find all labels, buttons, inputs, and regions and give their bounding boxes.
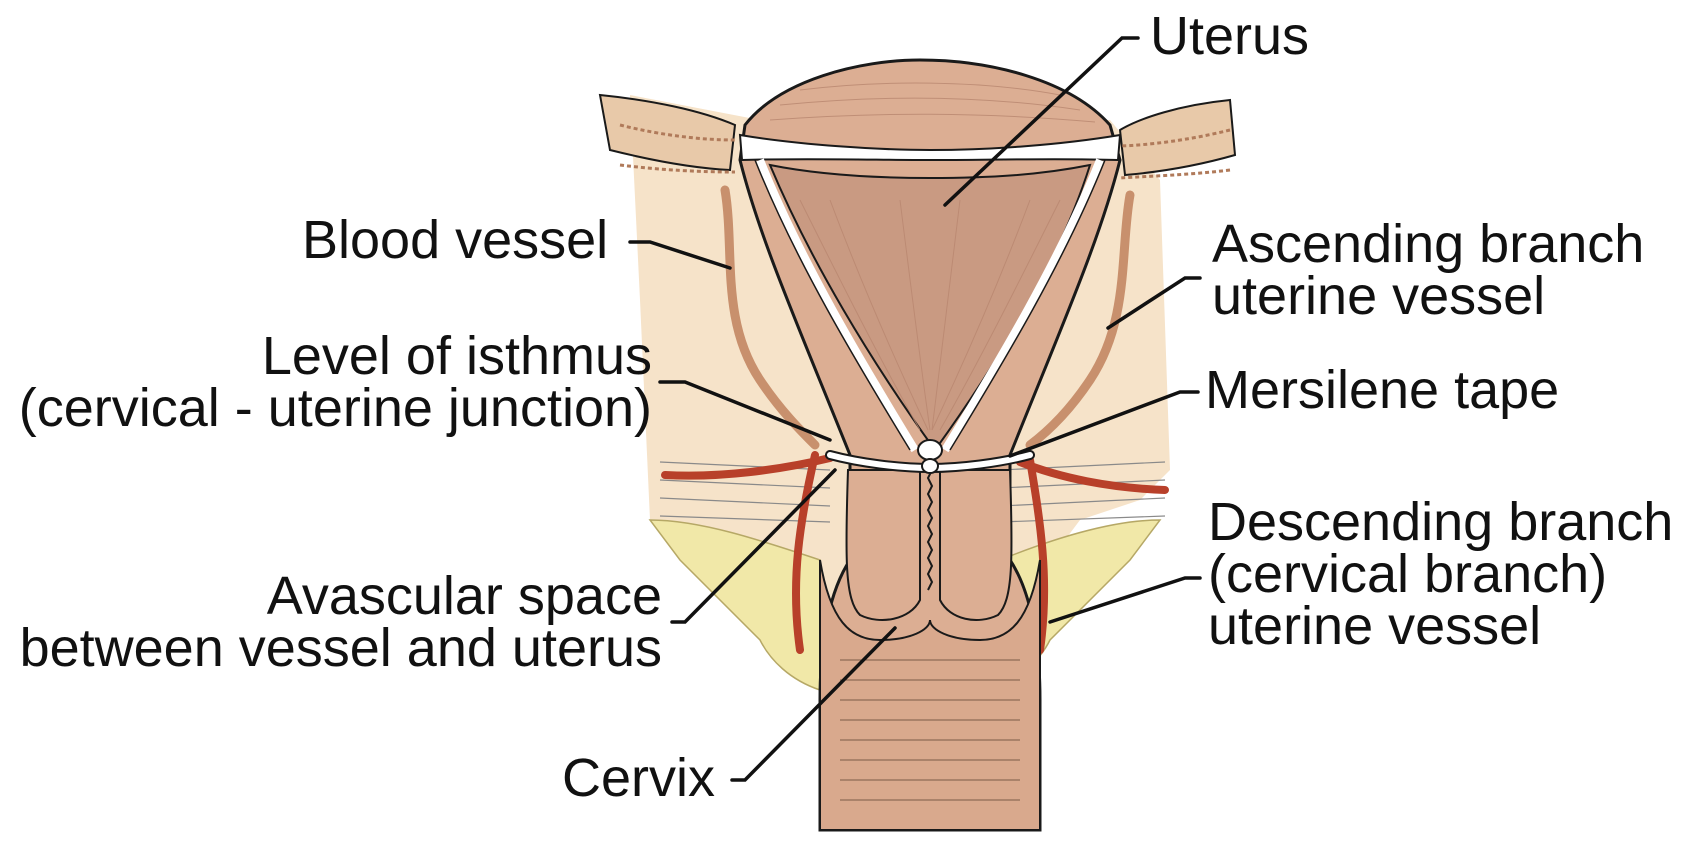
leader-uterus [943,36,1140,207]
label-isthmus-line-2: (cervical - uterine junction) [18,378,652,438]
label-descending: Descending branch (cervical branch) uter… [1208,492,1674,656]
cut-wall-right [941,158,1104,453]
label-mersilene-line-1: Mersilene tape [1205,360,1560,420]
leader-avascular [670,468,837,624]
ascending-vessel-right [1025,190,1135,450]
label-uterus-line-1: Uterus [1150,6,1310,66]
leader-lines [628,36,1202,782]
cut-wall-left [756,158,919,453]
label-ascending-line-1: Ascending branch [1212,214,1645,274]
fundus-cut-edge [738,133,1122,162]
label-mersilene: Mersilene tape [1205,360,1560,420]
label-descending-line-3: uterine vessel [1208,596,1542,656]
label-cervix-line-1: Cervix [562,748,716,808]
label-isthmus-line-1: Level of isthmus [261,326,652,386]
label-blood-vessel: Blood vessel [302,210,609,270]
tape-knot [917,439,943,474]
label-ascending: Ascending branch uterine vessel [1212,214,1645,326]
leader-mersilene [1008,390,1200,458]
label-avascular: Avascular space between vessel and uteru… [0,566,662,678]
label-blood-vessel-line-1: Blood vessel [302,210,609,270]
label-ascending-line-2: uterine vessel [1212,266,1546,326]
muscle-fibers [769,82,1096,431]
label-cervix: Cervix [562,748,716,808]
label-avascular-line-1: Avascular space [266,566,662,626]
vaginal-rugae [840,659,1020,801]
uterine-artery-left [661,451,834,654]
leader-descending [1048,576,1202,624]
label-uterus: Uterus [1150,6,1310,66]
label-isthmus: Level of isthmus (cervical - uterine jun… [4,326,652,438]
cervical-canal [926,464,934,591]
adnexa-right [1118,98,1237,180]
leader-isthmus [658,380,832,442]
leader-ascending [1106,276,1202,330]
leader-blood-vessel [628,240,732,270]
cervix-right-half [939,469,1013,621]
label-descending-line-1: Descending branch [1208,492,1674,552]
uterine-artery-right [1016,456,1169,654]
label-descending-line-2: (cervical branch) [1208,544,1608,604]
vagina [819,559,1041,831]
label-avascular-line-2: between vessel and uterus [19,618,662,678]
cervix-left-half [845,469,921,621]
adnexa-left [598,93,737,174]
leader-cervix [730,626,897,782]
